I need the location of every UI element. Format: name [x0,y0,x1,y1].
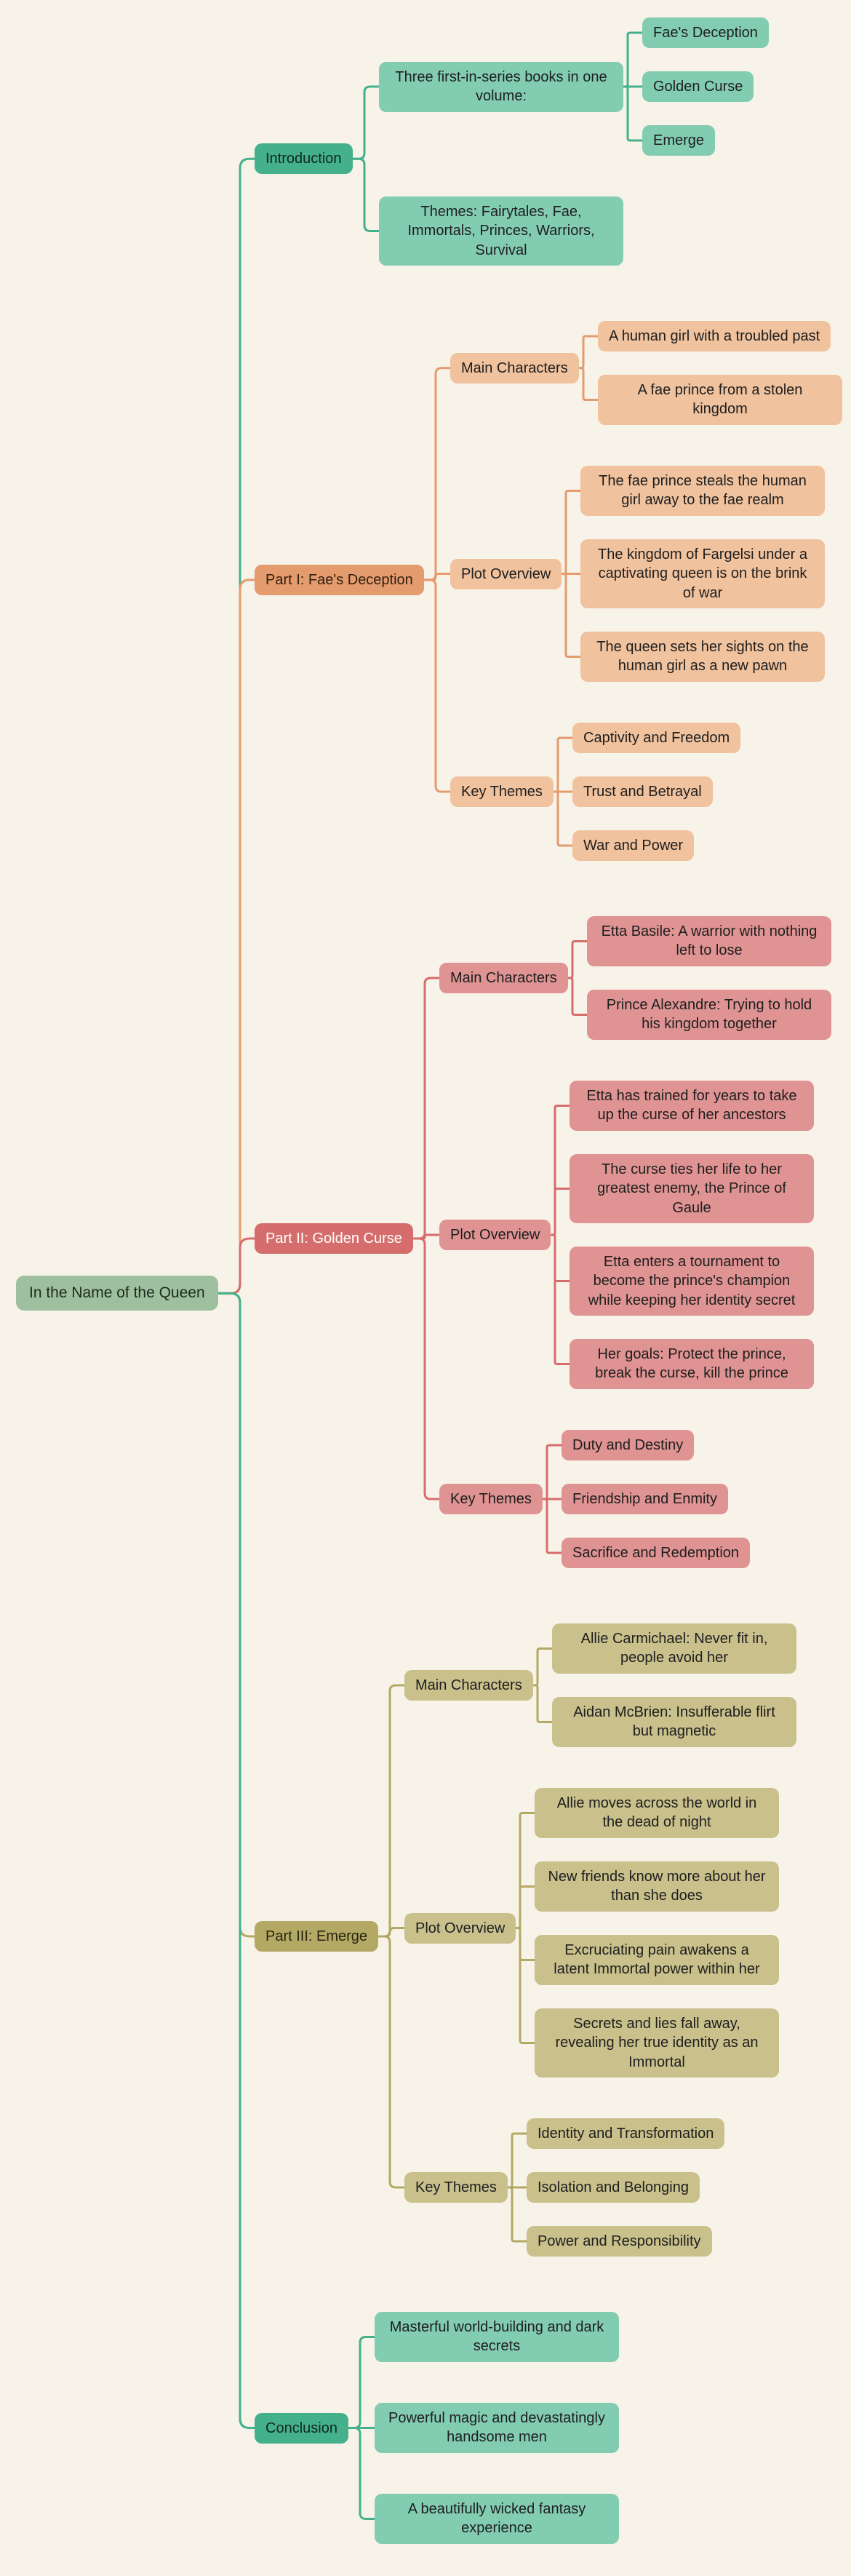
connector-line [217,579,256,1295]
branch-node[interactable]: Part II: Golden Curse [255,1223,413,1255]
leaf-node[interactable]: New friends know more about her than she… [535,1861,779,1912]
connector-line [532,1647,554,1687]
connector-line [549,1233,571,1365]
connector-line [514,1927,536,2044]
connector-line [423,367,452,581]
leaf-node[interactable]: Trust and Betrayal [572,776,713,808]
connector-line [514,1812,536,1929]
root-node[interactable]: In the Name of the Queen [16,1276,218,1311]
leaf-node[interactable]: Allie Carmichael: Never fit in, people a… [552,1623,796,1674]
leaf-node[interactable]: Allie moves across the world in the dead… [535,1788,779,1838]
branch-node[interactable]: Key Themes [450,776,554,808]
leaf-node[interactable]: Fae's Deception [642,17,769,49]
leaf-node[interactable]: Captivity and Freedom [572,723,741,754]
connector-line [549,1105,571,1236]
connector-line [541,1444,563,1500]
connector-line [578,367,599,401]
leaf-node[interactable]: The queen sets her sights on the human g… [580,632,825,682]
branch-node[interactable]: Plot Overview [439,1220,551,1251]
connector-line [377,1935,406,2189]
connector-line [514,1927,536,1961]
leaf-node[interactable]: A human girl with a troubled past [598,321,831,352]
connector-line [377,1684,406,1938]
leaf-node[interactable]: Etta Basile: A warrior with nothing left… [587,916,831,966]
leaf-node[interactable]: Isolation and Belonging [527,2172,700,2203]
leaf-node[interactable]: The kingdom of Fargelsi under a captivat… [580,539,825,609]
leaf-node[interactable]: The fae prince steals the human girl awa… [580,466,825,516]
connector-line [217,1292,256,1938]
connector-line [552,736,574,793]
connector-line [351,85,380,160]
leaf-node[interactable]: Identity and Transformation [527,2118,725,2150]
connector-line [549,1188,571,1236]
leaf-node[interactable]: Power and Responsibility [527,2226,712,2257]
leaf-node[interactable]: War and Power [572,830,695,862]
branch-node[interactable]: Part I: Fae's Deception [255,565,424,596]
connector-line [217,1237,256,1295]
leaf-node[interactable]: Duty and Destiny [562,1430,695,1461]
leaf-node[interactable]: Etta enters a tournament to become the p… [570,1247,814,1316]
branch-node[interactable]: Three first-in-series books in one volum… [379,62,623,112]
connector-line [560,573,582,658]
connector-line [351,157,380,232]
connector-line [622,85,644,142]
connector-line [412,977,441,1240]
branch-node[interactable]: Part III: Emerge [255,1921,379,1952]
branch-node[interactable]: Main Characters [404,1670,533,1701]
branch-node[interactable]: Main Characters [439,963,568,994]
leaf-node[interactable]: Powerful magic and devastatingly handsom… [375,2403,619,2453]
branch-node[interactable]: Conclusion [255,2413,348,2444]
connector-line [506,2186,528,2243]
branch-node[interactable]: Introduction [255,143,353,175]
leaf-node[interactable]: Prince Alexandre: Trying to hold his kin… [587,990,831,1040]
connector-line [377,1927,406,1938]
branch-node[interactable]: Key Themes [439,1484,543,1515]
leaf-node[interactable]: Masterful world-building and dark secret… [375,2312,619,2362]
leaf-node[interactable]: A fae prince from a stolen kingdom [598,375,842,425]
leaf-node[interactable]: Etta has trained for years to take up th… [570,1081,814,1131]
leaf-node[interactable]: Emerge [642,125,716,156]
connector-line [412,1237,441,1500]
leaf-node[interactable]: Aidan McBrien: Insufferable flirt but ma… [552,1697,796,1747]
branch-node[interactable]: Plot Overview [404,1913,516,1944]
connector-line [560,490,582,575]
connector-line [514,1885,536,1929]
connector-line [506,2132,528,2189]
leaf-node[interactable]: A beautifully wicked fantasy experience [375,2494,619,2544]
leaf-node[interactable]: Excruciating pain awakens a latent Immor… [535,1935,779,1985]
connector-line [347,2336,376,2429]
leaf-node[interactable]: Themes: Fairytales, Fae, Immortals, Prin… [379,196,623,266]
connector-line [578,335,599,370]
leaf-node[interactable]: Friendship and Enmity [562,1484,728,1515]
connector-line [552,790,574,847]
branch-node[interactable]: Plot Overview [450,559,562,590]
branch-node[interactable]: Key Themes [404,2172,508,2203]
connector-line [423,579,452,793]
connector-line [567,977,588,1016]
connector-line [549,1233,571,1282]
branch-node[interactable]: Main Characters [450,353,579,384]
leaf-node[interactable]: Secrets and lies fall away, revealing he… [535,2008,779,2078]
connector-line [532,1684,554,1723]
connector-line [412,1233,441,1240]
leaf-node[interactable]: Her goals: Protect the prince, break the… [570,1339,814,1389]
connector-line [347,2427,376,2520]
connector-line [567,940,588,979]
leaf-node[interactable]: The curse ties her life to her greatest … [570,1154,814,1224]
leaf-node[interactable]: Sacrifice and Redemption [562,1538,751,1569]
connector-line [217,1292,256,2429]
leaf-node[interactable]: Golden Curse [642,71,754,103]
connector-line [217,157,256,1295]
connector-line [622,31,644,88]
connector-line [541,1498,563,1554]
